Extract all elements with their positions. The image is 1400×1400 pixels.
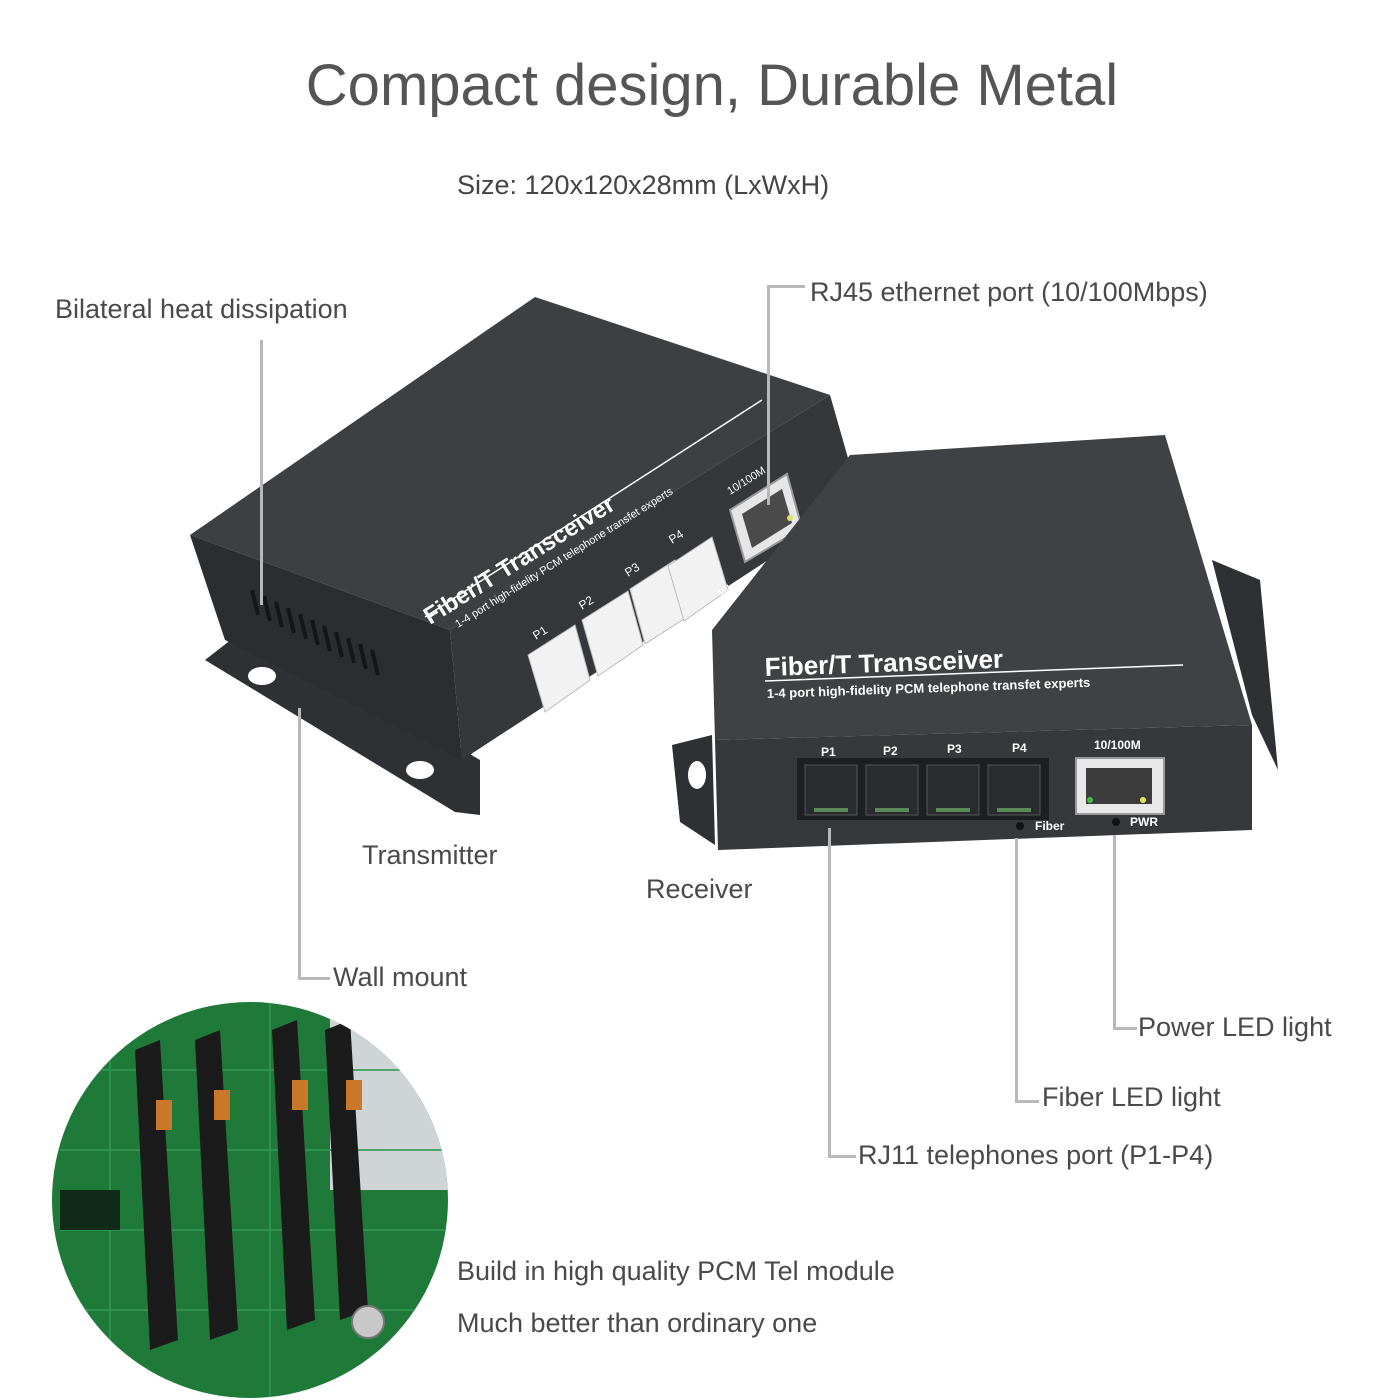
receiver-fiber-label: Fiber [1035, 819, 1065, 833]
transmitter-port-label: P4 [666, 527, 686, 547]
rj11-leader [828, 1155, 856, 1158]
rj11-leader [828, 828, 831, 1158]
rj45-label: RJ45 ethernet port (10/100Mbps) [810, 277, 1208, 307]
receiver-label: Receiver [646, 874, 753, 904]
receiver-eth-label: 10/100M [1094, 738, 1141, 752]
receiver-port-label: P2 [883, 744, 898, 758]
wall-mount-label: Wall mount [333, 962, 468, 992]
transmitter-label: Transmitter [362, 840, 498, 870]
module-description-line1: Build in high quality PCM Tel module [457, 1256, 895, 1286]
transmitter-top [190, 297, 830, 630]
size-spec: Size: 120x120x28mm (LxWxH) [457, 170, 830, 200]
vent-slots [250, 589, 380, 676]
receiver-port-label: P1 [821, 745, 836, 759]
receiver-pwr-label: PWR [1130, 815, 1158, 829]
rj11-label: RJ11 telephones port (P1-P4) [858, 1140, 1214, 1170]
fiber-led [1016, 822, 1024, 830]
transmitter-mount-hole [248, 667, 276, 685]
module-description-line2: Much better than ordinary one [457, 1308, 818, 1338]
fiber-led-leader [1015, 838, 1018, 1103]
transmitter-device: Fiber/T Transceiver 1-4 port high-fideli… [190, 297, 885, 815]
power-led-leader [1113, 835, 1116, 1030]
receiver-device: Fiber/T Transceiver 1-4 port high-fideli… [672, 435, 1278, 850]
power-led [1112, 818, 1120, 826]
rj45-leader [767, 285, 770, 505]
receiver-mount-hole [688, 761, 706, 789]
receiver-rj11-ports [804, 764, 1041, 816]
power-led-label: Power LED light [1138, 1012, 1332, 1042]
heat-dissipation-leader [260, 340, 263, 605]
heat-dissipation-label: Bilateral heat dissipation [55, 294, 348, 324]
receiver-port-label: P3 [947, 742, 962, 756]
page-title: Compact design, Durable Metal [305, 53, 1119, 118]
fiber-led-label: Fiber LED light [1042, 1082, 1221, 1112]
pcm-module-photo [52, 1002, 448, 1398]
power-led-leader [1113, 1027, 1137, 1030]
wall-mount-leader [298, 977, 330, 980]
transmitter-port-label: P3 [622, 560, 642, 580]
receiver-top [712, 435, 1252, 740]
receiver-port-label: P4 [1012, 741, 1027, 755]
transmitter-mount-hole [406, 761, 434, 779]
transmitter-side [190, 535, 462, 760]
transmitter-rj11-ports [527, 536, 729, 713]
transmitter-port-label: P2 [576, 593, 596, 613]
rj45-leader [767, 285, 805, 288]
pcm-daughter-cards [135, 1020, 368, 1350]
transmitter-port-label: P1 [530, 623, 550, 643]
wall-mount-leader [298, 708, 301, 980]
fiber-led-leader [1015, 1100, 1039, 1103]
receiver-mount-flange [672, 735, 715, 845]
